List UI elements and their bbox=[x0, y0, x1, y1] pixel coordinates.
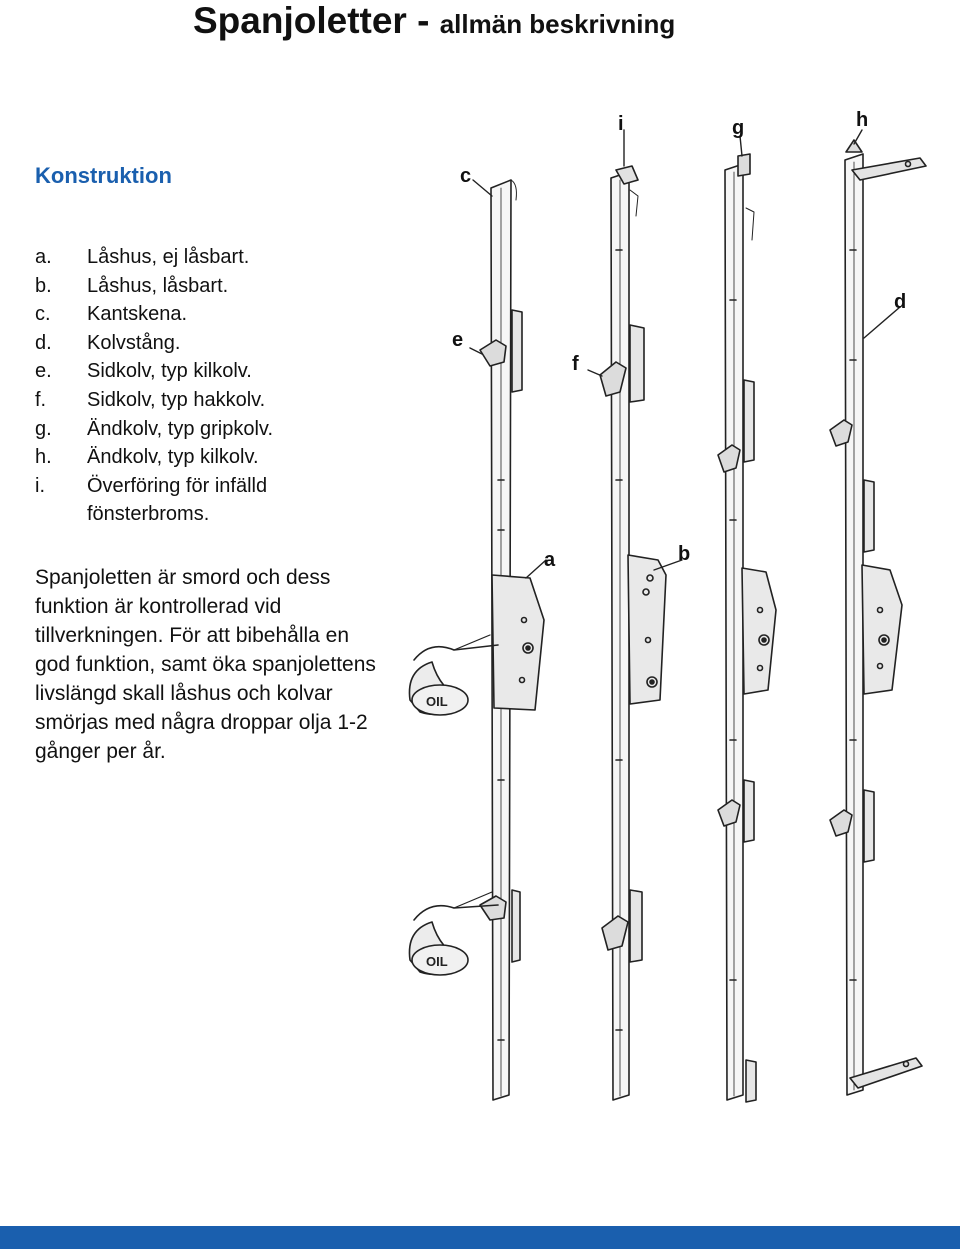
legend-text: Låshus, låsbart. bbox=[87, 274, 229, 297]
title-main: Spanjoletter - bbox=[193, 0, 440, 41]
section-heading: Konstruktion bbox=[35, 163, 172, 188]
lock-case-a bbox=[491, 574, 545, 711]
legend-item: f. Sidkolv, typ hakkolv. bbox=[35, 386, 365, 415]
legend-item: a. Låshus, ej låsbart. bbox=[35, 243, 365, 272]
label-i: i bbox=[618, 113, 624, 135]
legend-text: Sidkolv, typ kilkolv. bbox=[87, 360, 252, 383]
side-bolt-e bbox=[479, 339, 507, 367]
legend-item: i. Överföring för infälld fönsterbroms. bbox=[35, 472, 365, 529]
label-c: c bbox=[460, 165, 471, 187]
oil-can-lower-label: OIL bbox=[426, 954, 448, 969]
legend-key: f. bbox=[35, 388, 47, 411]
label-d: d bbox=[894, 291, 906, 313]
end-bolt-h bbox=[845, 139, 863, 153]
hook-bolt-f bbox=[599, 361, 627, 397]
legend-item: d. Kolvstång. bbox=[35, 329, 365, 358]
legend-key: g. bbox=[35, 417, 52, 440]
rail-c bbox=[479, 179, 545, 1101]
rail-g bbox=[717, 153, 777, 1103]
label-f: f bbox=[572, 353, 579, 375]
legend-key: h. bbox=[35, 446, 52, 469]
legend-item: g. Ändkolv, typ gripkolv. bbox=[35, 415, 365, 444]
transfer-i bbox=[615, 165, 639, 185]
side-bolt-lower bbox=[479, 895, 507, 921]
legend-text: Låshus, ej låsbart. bbox=[87, 246, 250, 268]
label-g: g bbox=[732, 117, 744, 139]
legend-text: Överföring för infälld fönsterbroms. bbox=[87, 474, 268, 526]
legend-item: e. Sidkolv, typ kilkolv. bbox=[35, 357, 365, 386]
part-labels: c e f i g h d a b bbox=[452, 109, 906, 571]
legend-key: c. bbox=[35, 303, 51, 326]
legend-text: Kantskena. bbox=[87, 303, 188, 326]
espagnolette-illustration: OIL OIL c e f i g h d a b bbox=[408, 109, 927, 1103]
legend-key: a. bbox=[35, 246, 52, 268]
legend-text: Sidkolv, typ hakkolv. bbox=[87, 388, 266, 411]
hook-bolt-lower bbox=[601, 915, 629, 951]
legend-text: Ändkolv, typ gripkolv. bbox=[87, 417, 274, 440]
page-title: Spanjoletter - allmän beskrivning bbox=[193, 0, 675, 42]
legend-key: b. bbox=[35, 274, 52, 297]
end-bolt-g bbox=[737, 153, 751, 177]
label-b: b bbox=[678, 543, 690, 565]
legend-text: Ändkolv, typ kilkolv. bbox=[87, 446, 259, 469]
legend-key: i. bbox=[35, 474, 45, 497]
label-e: e bbox=[452, 329, 463, 351]
parts-legend: a. Låshus, ej låsbart. b. Låshus, låsbart.… bbox=[35, 243, 365, 529]
title-subtitle: allmän beskrivning bbox=[439, 9, 676, 39]
maintenance-paragraph: Spanjoletten är smord och dess funktion … bbox=[35, 566, 376, 763]
rail-h bbox=[829, 139, 927, 1096]
callouts bbox=[469, 129, 901, 579]
legend-item: h. Ändkolv, typ kilkolv. bbox=[35, 443, 365, 472]
rail-f bbox=[599, 165, 667, 1101]
legend-item: b. Låshus, låsbart. bbox=[35, 272, 365, 301]
legend-key: e. bbox=[35, 360, 52, 383]
footer-bar bbox=[0, 1226, 960, 1249]
label-h: h bbox=[856, 109, 868, 131]
legend-text: Kolvstång. bbox=[87, 331, 181, 354]
lock-case-b bbox=[627, 554, 667, 705]
legend-item: c. Kantskena. bbox=[35, 300, 365, 329]
label-a: a bbox=[544, 549, 556, 571]
oil-can-upper-label: OIL bbox=[426, 694, 448, 709]
oil-can-lower: OIL bbox=[408, 891, 499, 976]
oil-can-upper: OIL bbox=[408, 634, 499, 716]
legend-key: d. bbox=[35, 331, 52, 354]
